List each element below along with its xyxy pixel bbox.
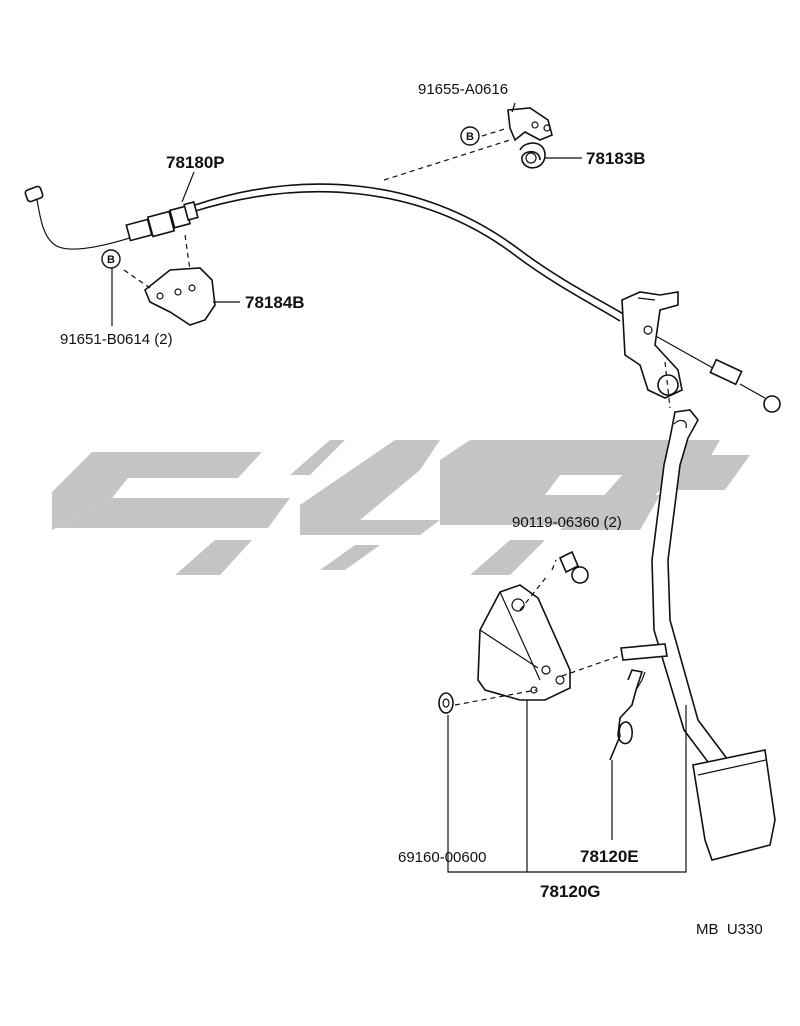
label-bolt-top: 91655-A0616 (418, 81, 508, 98)
cable-bracket-left (144, 267, 216, 326)
label-bolt-mount: 90119-06360 (2) (512, 514, 622, 531)
washer (438, 692, 454, 714)
label-cable-bracket: 78184B (245, 293, 305, 312)
solid-leaders (111, 157, 687, 873)
badge-b-left: B (101, 249, 121, 269)
label-washer: 69160-00600 (398, 849, 486, 866)
mount-bolt (558, 550, 589, 584)
label-bolt-left: 91651-B0614 (2) (60, 331, 173, 348)
watermark-logo (52, 440, 750, 575)
svg-text:B: B (107, 254, 115, 266)
label-bracket-spring: 78183B (586, 149, 646, 168)
badge-b-top: B (460, 126, 480, 146)
pedal-mount-bracket (477, 584, 571, 701)
return-spring (609, 669, 646, 761)
accelerator-cable (24, 183, 781, 413)
pedal-cable-bracket (621, 291, 683, 399)
model-code: MB U330 (696, 921, 763, 938)
label-cable: 78180P (166, 153, 225, 172)
pedal-arm (620, 409, 776, 861)
dashed-leaders (123, 127, 671, 706)
cable-bracket-top (507, 102, 553, 169)
label-pedal-assy: 78120G (540, 882, 601, 901)
svg-text:B: B (466, 131, 474, 143)
label-return-spring: 78120E (580, 847, 639, 866)
